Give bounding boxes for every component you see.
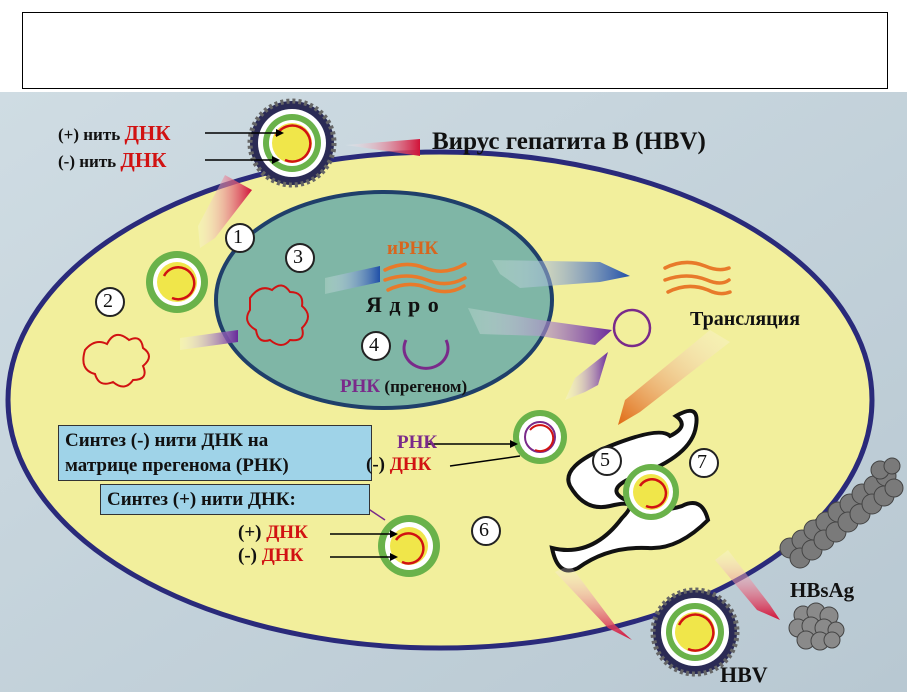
step-4-label: 4 (369, 334, 379, 356)
diagram-title: Вирус гепатита В (HBV) (432, 128, 706, 155)
hbsag-label: HBsAg (790, 578, 855, 602)
arrow-translation-proteins (618, 330, 730, 425)
arrow-encapsidation (565, 352, 608, 400)
capsid-dna-label: (-) ДНК (366, 454, 432, 475)
arrow-exit-hbv (555, 565, 632, 640)
minus-strand-label: (-) нить ДНК (58, 148, 167, 172)
synthesis-minus-line2: матрице прегенома (РНК) (65, 455, 289, 476)
plus-strand-label: (+) нить ДНК (58, 121, 171, 145)
nucleus-label: Я д р о (366, 292, 440, 317)
virus-core-1 (146, 251, 208, 313)
virus-particle-entry (247, 98, 337, 188)
arrow-transcription (325, 266, 380, 294)
plus-dna-label: (+) ДНК (238, 522, 308, 543)
pregenome-rna-loop (402, 339, 450, 370)
step-6-badge (471, 516, 501, 546)
arrow-title-to-virus (345, 139, 420, 156)
step-3-badge (285, 243, 315, 273)
title-box (22, 12, 888, 89)
arrow-mrna-export (492, 260, 630, 288)
er-membrane (549, 408, 711, 573)
step-1-badge (225, 223, 255, 253)
capsid-rna-label: РНК (397, 432, 438, 453)
hbsag-filament (779, 457, 904, 569)
hbv-label: HBV (720, 662, 768, 687)
step-1-label: 1 (233, 226, 243, 248)
step-2-label: 2 (103, 290, 113, 312)
virus-core-plus-dna (378, 515, 440, 577)
arrow-exit-hbsag (715, 550, 780, 620)
synthesis-plus-box: Синтез (+) нити ДНК: (100, 484, 370, 515)
mrna-label: иРНК (387, 238, 439, 259)
arrow-pregenome-export (468, 308, 612, 345)
arrow-dna-to-nucleus (180, 330, 238, 350)
synthesis-minus-box: Синтез (-) нити ДНК на матрице прегенома… (58, 425, 372, 481)
step-5-badge (592, 446, 622, 476)
step-5-label: 5 (600, 449, 610, 471)
synthesis-minus-line1: Синтез (-) нити ДНК на (65, 430, 269, 451)
step-7-label: 7 (697, 451, 707, 473)
mrna-cytoplasm (663, 260, 732, 296)
step-3-label: 3 (293, 246, 303, 268)
virus-particle-released (650, 587, 740, 677)
translation-label: Трансляция (690, 308, 801, 330)
capsid-with-rna (513, 410, 567, 464)
pregenome-label: РНК (прегеном) (340, 376, 468, 397)
arrow-entry (198, 175, 252, 248)
step-2-badge (95, 287, 125, 317)
step-6-label: 6 (479, 519, 489, 541)
hbsag-sphere (788, 602, 845, 651)
virus-core-er (623, 464, 679, 520)
pregenome-rna-cytoplasm (612, 308, 652, 348)
mrna-nucleus (383, 262, 467, 294)
step-7-badge (689, 448, 719, 478)
minus-dna-label: (-) ДНК (238, 545, 304, 566)
viral-dna-cytoplasm (82, 333, 150, 388)
step-4-badge (361, 331, 391, 361)
cccdna-nucleus (246, 284, 309, 346)
